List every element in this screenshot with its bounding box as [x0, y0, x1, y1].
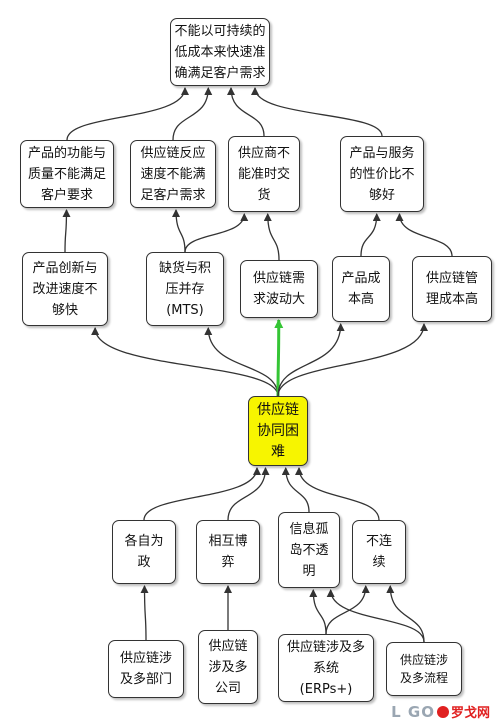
- arrow-r2_innov-to-r1_func: [62, 209, 71, 253]
- node-multi-systems: 供应链涉及多 系统 (ERPs+): [278, 634, 374, 702]
- arrow-r2_mgmt-to-r1_value: [395, 213, 453, 257]
- node-multi-processes: 供应链涉 及多流程: [386, 642, 462, 696]
- arrow-r3_discont-to-core: [295, 467, 380, 521]
- node-cost-performance: 产品与服务 的性价比不 够好: [340, 136, 424, 212]
- arrow-r4_depts-to-r3_self: [140, 585, 149, 641]
- arrow-r1_value-to-top: [251, 87, 383, 137]
- node-info-islands: 信息孤 岛不透 明: [278, 512, 340, 588]
- node-top-problem: 不能以可持续的 低成本来快速准 确满足客户需求: [170, 18, 270, 86]
- watermark-right-text: 罗戈网: [450, 706, 490, 721]
- arrow-core-to-r2_cost: [277, 323, 345, 397]
- arrow-core-to-r2_demand: [274, 319, 284, 397]
- arrow-r1_chain-to-top: [172, 87, 213, 141]
- arrow-r2_stock-to-r1_chain: [172, 209, 186, 253]
- arrow-r4_process-to-r3_island: [326, 589, 425, 643]
- node-supply-chain-response: 供应链反应 速度不能满 足客户需求: [130, 140, 216, 208]
- arrow-r1_func-to-top: [66, 87, 189, 141]
- arrow-r4_process-to-r3_discont: [386, 585, 425, 643]
- node-silos: 各自为 政: [112, 520, 176, 584]
- node-product-function-quality: 产品的功能与 质量不能满足 客户要求: [20, 140, 114, 208]
- watermark-logo: L GO 罗戈网: [391, 702, 490, 722]
- arrow-r2_cost-to-r1_value: [360, 213, 381, 257]
- node-product-cost-high: 产品成 本高: [332, 256, 390, 322]
- arrow-r3_self-to-core: [143, 467, 261, 521]
- arrow-core-to-r2_stock: [204, 327, 279, 397]
- node-demand-fluctuation: 供应链需 求波动大: [240, 260, 318, 318]
- arrow-r2_stock-to-r1_supplier: [184, 213, 249, 253]
- arrow-r3_island-to-core: [281, 467, 310, 513]
- arrow-r2_demand-to-r1_supplier: [263, 213, 280, 261]
- arrow-core-to-r2_mgmt: [277, 323, 428, 397]
- node-innovation-slow: 产品创新与 改进速度不 够快: [22, 252, 108, 326]
- arrow-r3_game-to-core: [227, 467, 270, 521]
- arrow-r4_systems-to-r3_island: [309, 589, 327, 635]
- arrow-r1_supplier-to-top: [227, 87, 265, 137]
- node-core-collaboration: 供应链 协同困 难: [248, 396, 308, 466]
- node-mutual-game: 相互博 弈: [196, 520, 260, 584]
- node-mgmt-cost-high: 供应链管 理成本高: [412, 256, 492, 322]
- node-discontinuous: 不连 续: [352, 520, 406, 584]
- watermark-left-text: L GO: [391, 702, 435, 721]
- logo-dot-icon: [436, 705, 449, 718]
- node-multi-departments: 供应链涉 及多部门: [108, 640, 184, 698]
- arrow-r4_systems-to-r3_discont: [325, 585, 370, 635]
- node-stockout-overstock: 缺货与积 压并存 (MTS): [146, 252, 224, 326]
- node-multi-companies: 供应链 涉及多 公司: [198, 630, 258, 704]
- arrow-core-to-r2_innov: [91, 327, 279, 397]
- node-supplier-late: 供应商不 能准时交 货: [228, 136, 300, 212]
